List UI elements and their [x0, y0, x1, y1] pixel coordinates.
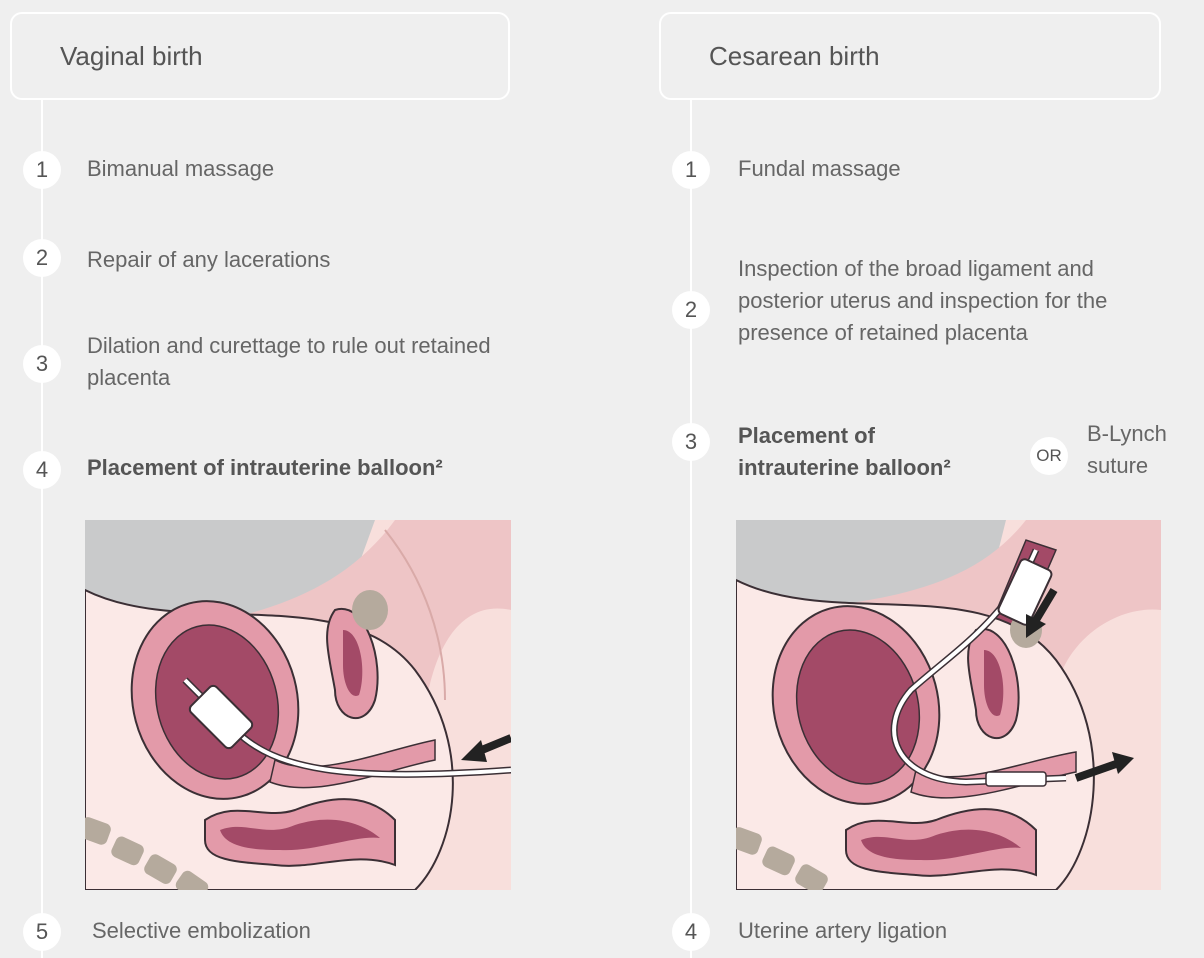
vaginal-balloon-illustration	[85, 520, 511, 890]
cesarean-balloon-illustration	[736, 520, 1161, 890]
vaginal-step-4-number: 4	[23, 451, 61, 489]
vaginal-step-5-text: Selective embolization	[92, 915, 311, 947]
vaginal-step-1-number: 1	[23, 151, 61, 189]
cesarean-step-3-alt-text: B-Lynch suture	[1087, 418, 1197, 482]
vaginal-step-3-number: 3	[23, 345, 61, 383]
cesarean-birth-header: Cesarean birth	[659, 12, 1161, 100]
cesarean-step-1-number: 1	[672, 151, 710, 189]
vaginal-step-4-text: Placement of intrauterine balloon²	[87, 452, 443, 484]
cesarean-step-3-number: 3	[672, 423, 710, 461]
cesarean-step-1-text: Fundal massage	[738, 153, 901, 185]
vaginal-step-2-text: Repair of any lacerations	[87, 244, 330, 276]
vaginal-birth-title: Vaginal birth	[60, 41, 203, 72]
cesarean-step-2-number: 2	[672, 291, 710, 329]
or-badge: OR	[1030, 437, 1068, 475]
vaginal-step-2-number: 2	[23, 239, 61, 277]
cesarean-step-3-text: Placement of intrauterine balloon²	[738, 420, 953, 484]
cesarean-step-4-text: Uterine artery ligation	[738, 915, 947, 947]
vaginal-step-3-text: Dilation and curettage to rule out retai…	[87, 330, 527, 394]
cesarean-step-4-number: 4	[672, 913, 710, 951]
cesarean-birth-title: Cesarean birth	[709, 41, 880, 72]
cesarean-step-2-text: Inspection of the broad ligament and pos…	[738, 253, 1148, 349]
timeline-line-cesarean	[690, 98, 692, 958]
vaginal-birth-header: Vaginal birth	[10, 12, 510, 100]
vaginal-step-5-number: 5	[23, 913, 61, 951]
vaginal-step-1-text: Bimanual massage	[87, 153, 274, 185]
timeline-line-vaginal	[41, 98, 43, 958]
